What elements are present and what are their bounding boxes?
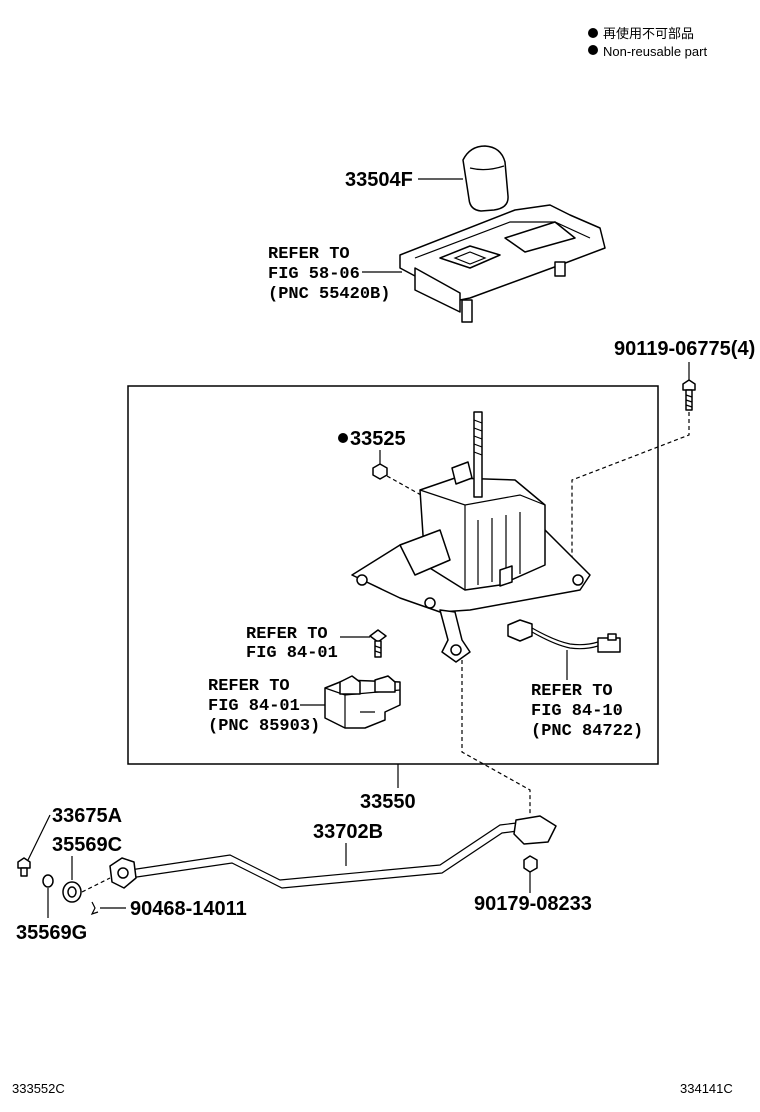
nonreusable-marker [338, 433, 348, 443]
bolt-left-icon [17, 857, 31, 877]
label-knob: 33504F [345, 169, 413, 191]
ref-console-1: REFER TO [268, 245, 350, 264]
bolt-dash [571, 412, 690, 568]
footer-right-code: 334141C [680, 1081, 733, 1096]
harness-icon [507, 619, 621, 653]
label-cable-nut: 90179-08233 [474, 893, 592, 915]
legend-bullet-jp [588, 28, 598, 38]
label-assembly: 33550 [360, 791, 416, 813]
nut-icon [372, 463, 388, 480]
bolt-top-icon [682, 379, 696, 411]
nut-dash [386, 475, 431, 501]
screw-icon [369, 629, 387, 658]
label-clip: 90468-14011 [130, 898, 247, 920]
ref-harness-1: REFER TO [531, 682, 613, 701]
ref-switch-3: (PNC 85903) [208, 717, 320, 736]
washer-icon [42, 874, 54, 888]
footer-left-code: 333552C [12, 1081, 65, 1096]
assembly-box [127, 385, 659, 765]
ref-harness-2: FIG 84-10 [531, 702, 623, 721]
label-nut-nonreusable: 33525 [350, 428, 406, 450]
shift-knob [462, 145, 509, 212]
ref-screw-2: FIG 84-01 [246, 644, 338, 663]
shift-cable [109, 815, 557, 889]
label-washer: 35569G [16, 922, 87, 944]
lever-cable-dash [461, 660, 531, 815]
legend-en-text: Non-reusable part [603, 44, 707, 59]
label-bushing: 35569C [52, 834, 122, 856]
label-bolt-top: 90119-06775(4) [614, 338, 755, 360]
ref-console-3: (PNC 55420B) [268, 285, 390, 304]
legend-jp-text: 再使用不可部品 [603, 26, 694, 41]
legend-bullet-en [588, 45, 598, 55]
cable-nut-icon [523, 855, 538, 873]
ref-console-2: FIG 58-06 [268, 265, 360, 284]
ref-switch-1: REFER TO [208, 677, 290, 696]
shift-lever-assembly [351, 411, 591, 663]
ref-switch-2: FIG 84-01 [208, 697, 300, 716]
ref-screw-1: REFER TO [246, 625, 328, 644]
ref-harness-3: (PNC 84722) [531, 722, 643, 741]
bushing-dash [81, 877, 111, 893]
bolt-left-leader [27, 814, 51, 861]
bushing-icon [62, 881, 82, 903]
clip-icon [90, 901, 99, 916]
console-panel [399, 204, 606, 323]
label-cable: 33702B [313, 821, 383, 843]
label-bolt-left: 33675A [52, 805, 122, 827]
switch-block-icon [324, 675, 401, 729]
